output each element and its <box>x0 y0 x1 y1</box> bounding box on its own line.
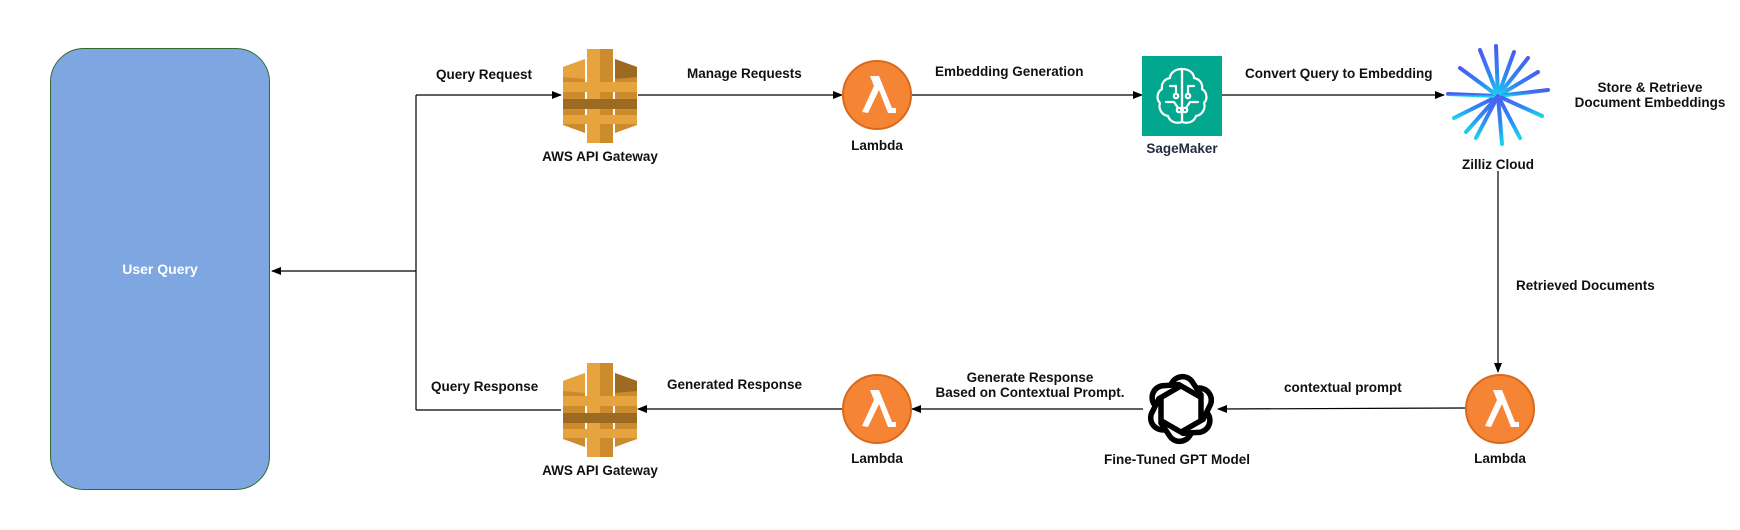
edge-label-store-retrieve-1: Store & Retrieve <box>1597 80 1703 95</box>
edge-label-store-retrieve-2: Document Embeddings <box>1574 95 1726 110</box>
edge-label-contextual-prompt: contextual prompt <box>1284 380 1402 395</box>
user-query-box: User Query <box>50 48 270 490</box>
edge-label-convert-query: Convert Query to Embedding <box>1245 66 1433 81</box>
api-gateway-icon <box>563 363 637 457</box>
gpt-model-label: Fine-Tuned GPT Model <box>1104 452 1250 467</box>
lambda-bottom-label: Lambda <box>851 451 903 466</box>
lambda-top-label: Lambda <box>851 138 903 153</box>
lambda-icon <box>1465 374 1535 444</box>
gateway-top-label: AWS API Gateway <box>542 149 658 164</box>
zilliz-label: Zilliz Cloud <box>1462 157 1534 172</box>
user-query-label: User Query <box>122 261 198 277</box>
edge-label-query-response: Query Response <box>431 379 539 394</box>
gateway-bottom-label: AWS API Gateway <box>542 463 658 478</box>
lambda-icon <box>842 374 912 444</box>
edge-label-manage-requests: Manage Requests <box>687 66 802 81</box>
edge-label-generated-response: Generated Response <box>667 377 803 392</box>
sagemaker-icon <box>1142 56 1222 136</box>
edge-label-retrieved-documents: Retrieved Documents <box>1516 278 1655 293</box>
lambda-right-label: Lambda <box>1474 451 1526 466</box>
sagemaker-label: SageMaker <box>1146 141 1218 156</box>
edge-label-generate-response-2: Based on Contextual Prompt. <box>935 385 1125 400</box>
arrow-contextual-prompt <box>1217 404 1466 413</box>
lambda-icon <box>842 60 912 130</box>
openai-icon <box>1147 373 1215 445</box>
edge-label-embedding-generation: Embedding Generation <box>935 64 1084 79</box>
edge-label-generate-response-1: Generate Response <box>966 370 1094 385</box>
api-gateway-icon <box>563 49 637 143</box>
zilliz-star-icon <box>1446 44 1550 146</box>
edge-label-query-request: Query Request <box>436 67 533 82</box>
